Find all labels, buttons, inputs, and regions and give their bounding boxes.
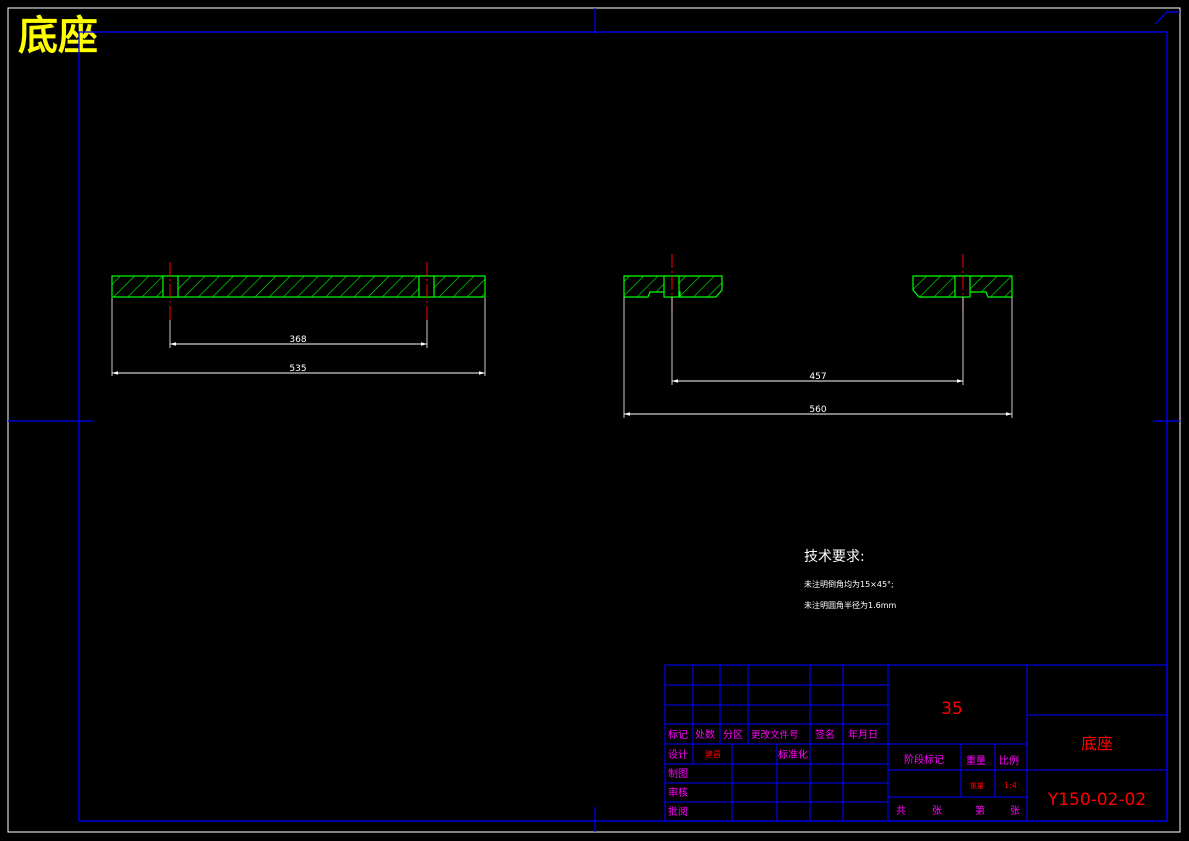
dim-label-535: 535	[289, 364, 306, 374]
tb-scale-value: 1:4	[1004, 781, 1017, 790]
tech-line-1: 未注明倒角均为15×45°;	[804, 579, 894, 589]
right-section-view: 457 560	[623, 254, 1013, 418]
dim-label-457: 457	[809, 372, 826, 382]
tb-approve-label: 批阅	[668, 805, 688, 818]
tb-header-mark: 标记	[668, 729, 688, 741]
tb-standard-label: 标准化	[778, 748, 808, 761]
tb-designer-name: 建昌	[705, 749, 721, 759]
dim-label-368: 368	[289, 335, 306, 345]
tb-header-change-doc: 更改文件号	[751, 729, 799, 741]
tb-design-label: 设计	[668, 748, 688, 761]
title-block	[664, 664, 1168, 822]
tb-drawing-number: Y150-02-02	[1047, 790, 1146, 810]
tb-material: 35	[941, 699, 963, 719]
tb-sheet-no: 第	[975, 804, 985, 817]
dim-label-560: 560	[809, 405, 826, 415]
technical-requirements: 技术要求: 未注明倒角均为15×45°; 未注明圆角半径为1.6mm	[804, 549, 897, 610]
title-block-text: 标记 处数 分区 更改文件号 签名 年月日 设计 建昌 标准化 制图 审核 批阅…	[668, 699, 1146, 818]
tb-scale-label: 比例	[999, 754, 1019, 767]
tb-sheet-total: 共	[896, 805, 906, 817]
tb-header-date: 年月日	[848, 728, 878, 741]
left-section-view: 368 535	[111, 262, 486, 376]
tb-stage-mark: 阶段标记	[904, 753, 944, 766]
tech-line-2: 未注明圆角半径为1.6mm	[804, 600, 897, 610]
tb-sheet-unit-1: 张	[932, 805, 942, 817]
corner-mark	[1154, 11, 1180, 25]
tb-part-name: 底座	[1081, 734, 1113, 753]
tb-header-sign: 签名	[815, 728, 835, 741]
outer-frame	[7, 7, 1181, 833]
tb-sheet-unit-2: 张	[1010, 805, 1020, 817]
tb-drawing-label: 制图	[668, 767, 688, 780]
tb-weight-value: 重量	[970, 782, 984, 790]
tech-heading: 技术要求:	[804, 549, 865, 565]
tb-header-count: 处数	[695, 728, 715, 741]
tb-header-zone: 分区	[723, 729, 743, 741]
tb-weight-label: 重量	[966, 754, 986, 767]
tb-check-label: 审核	[668, 786, 688, 799]
sheet-title: 底座	[18, 13, 98, 59]
inner-frame	[78, 31, 1168, 822]
